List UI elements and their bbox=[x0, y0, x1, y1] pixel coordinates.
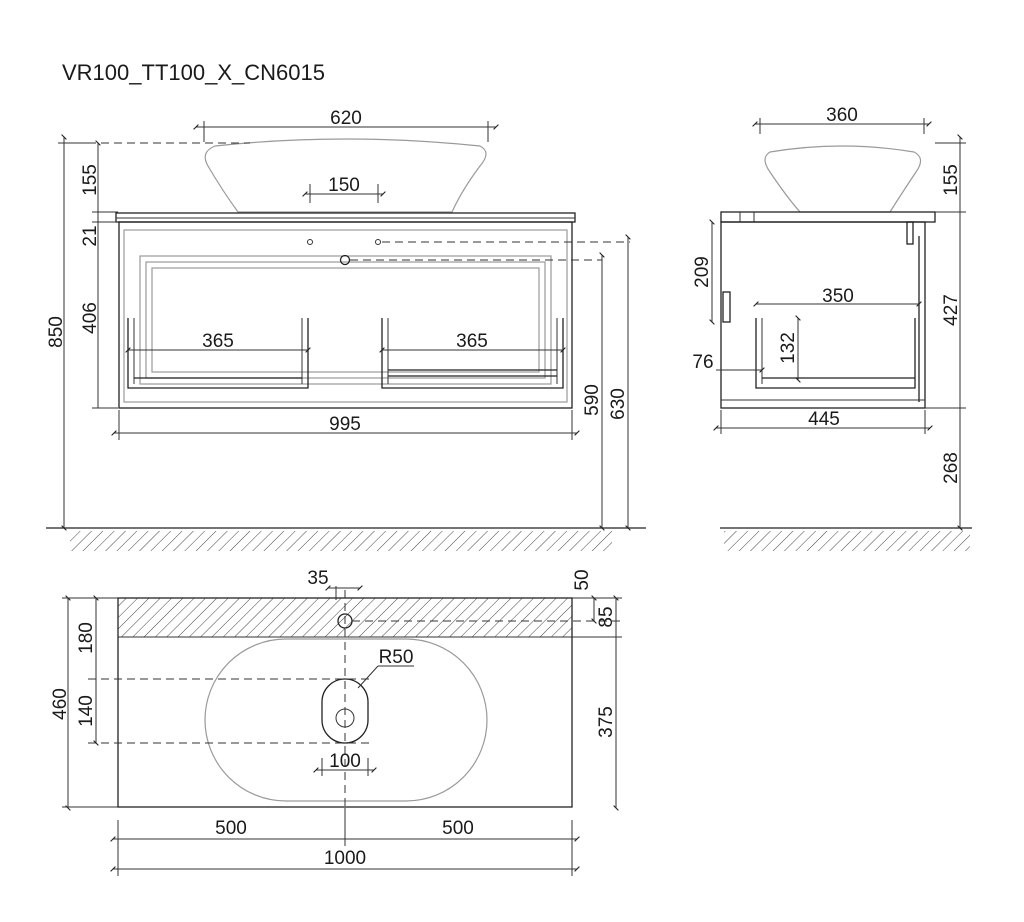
front-shelf-left bbox=[127, 318, 309, 389]
side-countertop bbox=[720, 211, 936, 223]
top-basin-outline bbox=[204, 638, 488, 802]
front-view: 620 150 850 155 21 406 365 365 995 590 6… bbox=[46, 108, 646, 551]
dim-620: 620 bbox=[330, 108, 362, 129]
dim-155-side: 155 bbox=[941, 164, 962, 196]
dim-500-left: 500 bbox=[215, 818, 247, 839]
front-cabinet bbox=[118, 221, 573, 409]
top-view: 35 50 85 375 R50 460 180 140 100 500 500 bbox=[50, 568, 622, 876]
dim-630: 630 bbox=[608, 388, 629, 420]
side-handle bbox=[722, 291, 731, 323]
dim-365-left: 365 bbox=[202, 331, 234, 352]
side-shelf bbox=[755, 318, 916, 389]
dim-500-right: 500 bbox=[442, 818, 474, 839]
side-floor-hatch bbox=[724, 531, 970, 551]
top-drain-oval bbox=[321, 678, 369, 744]
dim-132: 132 bbox=[778, 332, 799, 364]
dim-460: 460 bbox=[50, 688, 71, 720]
drawing-title: VR100_TT100_X_CN6015 bbox=[62, 60, 325, 85]
dim-35: 35 bbox=[307, 568, 328, 589]
dim-50: 50 bbox=[572, 569, 593, 590]
front-shelf-right bbox=[381, 318, 564, 389]
dim-995: 995 bbox=[329, 414, 361, 435]
front-floor-hatch bbox=[70, 531, 612, 551]
dim-76: 76 bbox=[692, 352, 713, 373]
front-basin-outline bbox=[204, 138, 487, 213]
side-cabinet bbox=[720, 221, 926, 409]
dim-1000: 1000 bbox=[324, 848, 366, 869]
dim-180: 180 bbox=[76, 622, 97, 654]
dim-268: 268 bbox=[941, 452, 962, 484]
dim-850: 850 bbox=[46, 316, 67, 348]
dim-360: 360 bbox=[826, 105, 858, 126]
dim-r50: R50 bbox=[379, 647, 414, 668]
dim-209: 209 bbox=[692, 256, 713, 288]
dim-365-right: 365 bbox=[456, 331, 488, 352]
dim-406: 406 bbox=[80, 302, 101, 334]
dim-445: 445 bbox=[808, 409, 840, 430]
dim-140: 140 bbox=[76, 695, 97, 727]
dim-427: 427 bbox=[941, 294, 962, 326]
dim-100: 100 bbox=[329, 751, 361, 772]
dim-150: 150 bbox=[328, 175, 360, 196]
dim-350: 350 bbox=[822, 286, 854, 307]
drain-hole bbox=[339, 254, 351, 266]
overflow-hole-right bbox=[375, 239, 381, 245]
dim-155-front: 155 bbox=[80, 164, 101, 196]
dim-590: 590 bbox=[582, 384, 603, 416]
overflow-hole-left bbox=[307, 239, 313, 245]
dim-21: 21 bbox=[80, 225, 101, 246]
side-basin-outline bbox=[764, 145, 922, 213]
dim-375: 375 bbox=[596, 706, 617, 738]
dim-85: 85 bbox=[596, 606, 617, 627]
side-view: 360 155 427 268 209 350 132 76 445 bbox=[692, 105, 972, 551]
